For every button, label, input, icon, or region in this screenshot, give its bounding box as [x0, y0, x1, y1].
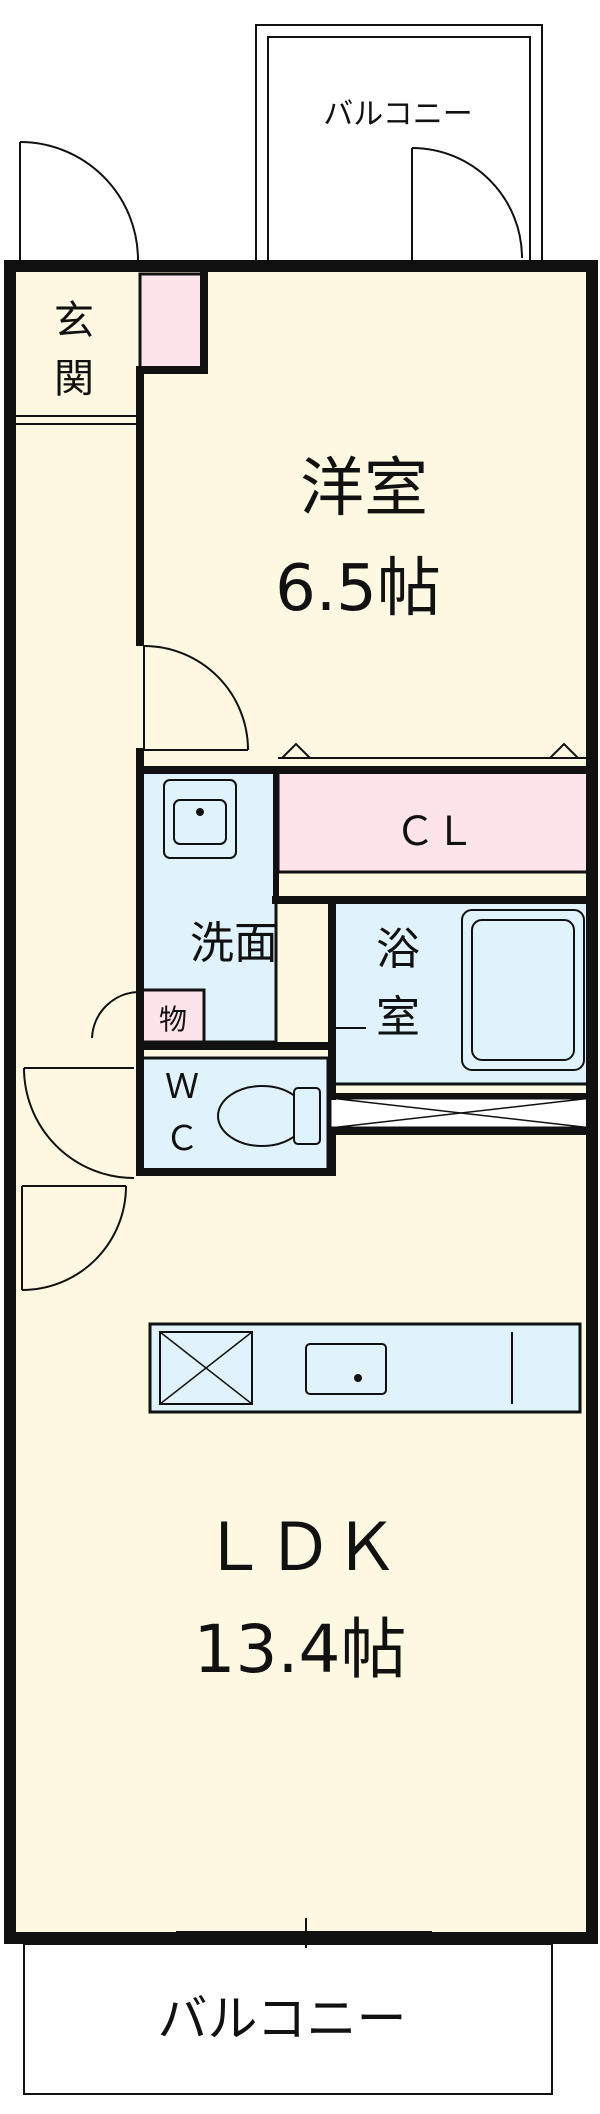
kitchen-counter: [148, 1322, 582, 1414]
closet-label: ＣＬ: [395, 809, 475, 855]
toilet-label-top: Ｗ: [165, 1067, 199, 1107]
entrance-label-top: 玄: [54, 298, 94, 344]
western-room-size: 6.5帖: [275, 552, 441, 626]
entrance-niche: [138, 272, 206, 372]
ldk-name: ＬＤＫ: [201, 1509, 399, 1586]
closet-door-marks: [278, 742, 592, 759]
bottom-balcony: バルコニー: [23, 1918, 553, 2095]
washbasin-icon: [163, 779, 237, 859]
bottom-balcony-label: バルコニー: [158, 1990, 407, 2048]
top-balcony-label: バルコニー: [323, 97, 472, 132]
ldk-size: 13.4帖: [194, 1611, 407, 1688]
pipe-space: [328, 1096, 594, 1130]
walls: [4, 260, 598, 1944]
bath-label-bottom: 室: [376, 992, 420, 1043]
door-swings: [21, 645, 366, 1291]
bath-label-top: 浴: [376, 924, 420, 975]
top-balcony: バルコニー: [255, 24, 543, 266]
washroom-label: 洗面: [190, 918, 278, 969]
toilet-label-bottom: Ｃ: [165, 1119, 199, 1159]
balcony-door-swing: [411, 147, 523, 259]
entrance-door-swing: [19, 141, 139, 261]
bathtub-icon: [461, 909, 585, 1071]
entrance-label-bottom: 関: [54, 356, 94, 402]
western-room-name: 洋室: [300, 452, 428, 526]
storage-label: 物: [159, 1003, 187, 1036]
kitchen-sink-icon: [305, 1343, 387, 1395]
toilet-icon: [217, 1085, 321, 1147]
